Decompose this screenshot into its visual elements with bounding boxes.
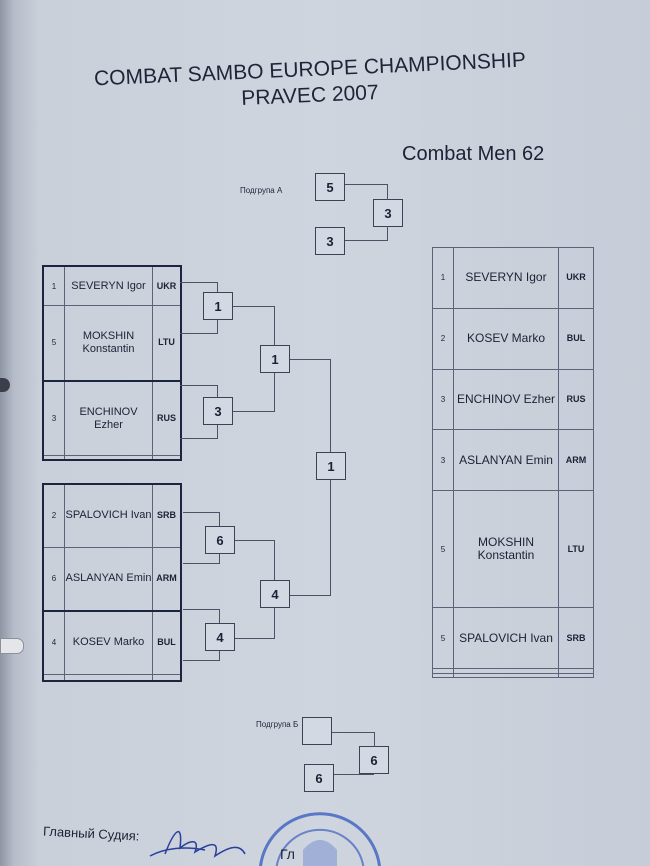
place [432,672,454,679]
athlete-name: SEVERYN Igor [453,247,559,309]
subgroup-b-top [302,717,332,745]
chief-judge-label: Главный Судия: [42,823,140,844]
athlete-name: SPALOVICH Ivan [453,607,559,670]
secretary-label: Гл [280,846,295,862]
athlete-name: ENCHINOV Ezher [453,368,559,431]
athlete-name [64,455,153,461]
country [558,672,594,679]
athlete-name [453,672,559,679]
stamp [259,812,381,866]
country: ARM [558,429,594,492]
seed: 2 [42,483,65,548]
match-b-round1-top: 6 [205,526,235,554]
athlete-name: ASLANYAN Emin [453,429,559,492]
athlete-name: KOSEV Marko [64,610,153,675]
country: RUS [558,368,594,431]
place: 1 [432,247,454,309]
country: SRB [558,607,594,670]
binder-ring [0,378,10,392]
athlete-name: MOKSHIN Konstantin [453,490,559,609]
country: BUL [558,307,594,370]
athlete-name: KOSEV Marko [453,307,559,370]
athlete-name: ASLANYAN Emin [64,546,153,612]
athlete-name: MOKSHIN Konstantin [64,305,153,382]
seed: 6 [42,546,65,612]
binder-ring [0,638,24,654]
connector [334,774,374,776]
country [152,455,182,461]
place: 3 [432,429,454,492]
subgroup-b-bottom: 6 [304,764,334,792]
seed: 5 [42,305,65,382]
seed [42,673,65,682]
match-a-round1-bottom: 3 [203,397,233,425]
athlete-name: SEVERYN Igor [64,265,153,307]
place: 5 [432,607,454,670]
match-a-final: 1 [260,345,290,373]
country: RUS [152,380,182,457]
place: 5 [432,490,454,609]
country: LTU [152,305,182,382]
connector [345,184,388,200]
subgroup-a-top: 5 [315,173,345,201]
connector [345,226,388,241]
country: UKR [152,265,182,307]
country: BUL [152,610,182,675]
seed: 4 [42,610,65,675]
subgroup-a-winner: 3 [373,199,403,227]
seed: 3 [42,380,65,457]
country: SRB [152,483,182,548]
seed [42,455,65,461]
subgroup-b-winner: 6 [359,746,389,774]
subgroup-a-label: Подгрупа А [240,186,283,195]
subgroup-a-bottom: 3 [315,227,345,255]
connector [332,732,375,747]
country: ARM [152,546,182,612]
athlete-name [64,673,153,682]
match-b-round1-bottom: 4 [205,623,235,651]
signature [149,831,246,858]
place: 3 [432,368,454,431]
country: LTU [558,490,594,609]
country: UKR [558,247,594,309]
weight-category: Combat Men 62 [402,143,545,165]
athlete-name: ENCHINOV Ezher [64,380,153,457]
seed: 1 [42,265,65,307]
match-b-final: 4 [260,580,290,608]
place: 2 [432,307,454,370]
match-final: 1 [316,452,346,480]
match-a-round1-top: 1 [203,292,233,320]
athlete-name: SPALOVICH Ivan [64,483,153,548]
subgroup-b-label: Подгрупа Б [256,720,299,729]
country [152,673,182,682]
